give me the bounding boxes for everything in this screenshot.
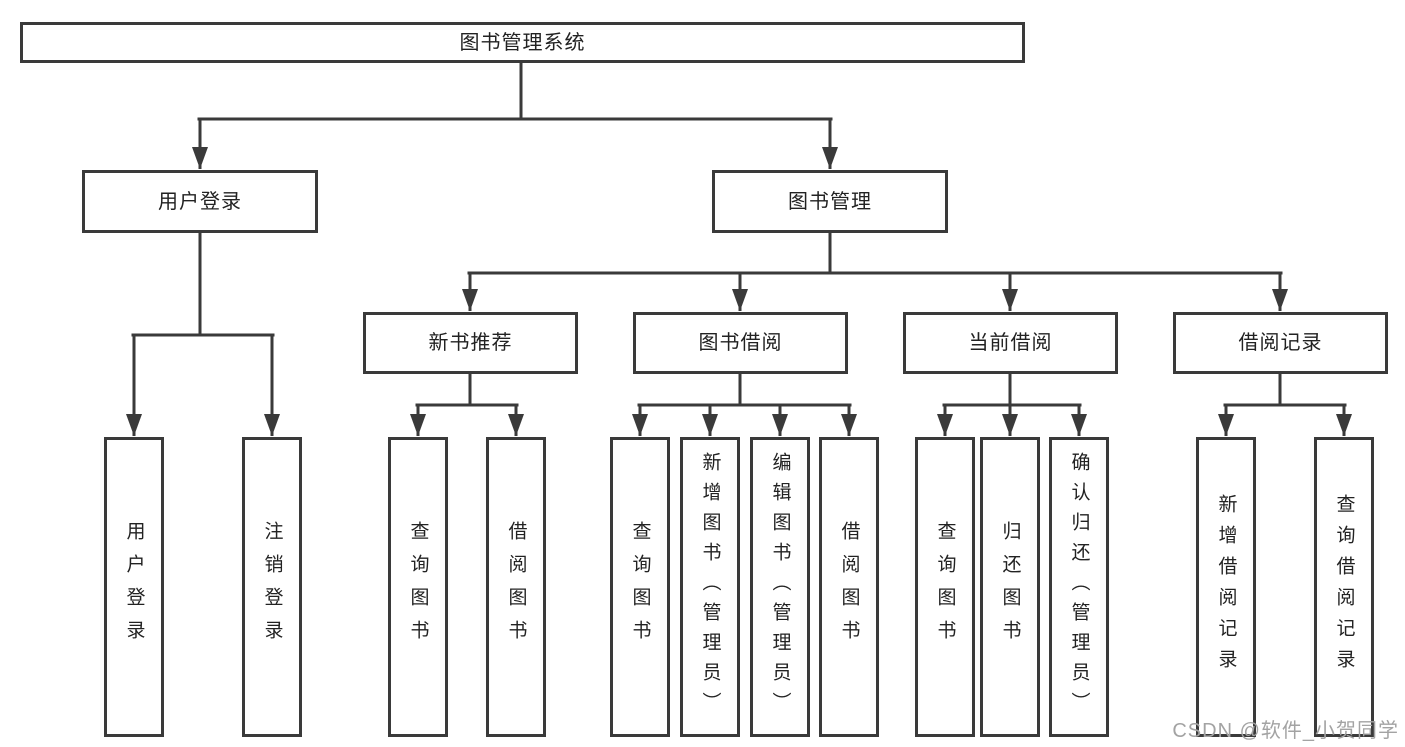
- node-label: 图书管理系统: [459, 31, 586, 54]
- leaf-query-books-recommend: 查询图书: [388, 437, 448, 737]
- leaf-logout: 注销登录: [242, 437, 302, 737]
- node-label: 确认归还（管理员）: [1068, 452, 1090, 722]
- node-label: 新增图书（管理员）: [699, 452, 721, 722]
- node-label: 图书借阅: [698, 332, 783, 354]
- node-current-borrowing: 当前借阅: [903, 312, 1118, 374]
- leaf-confirm-return-admin: 确认归还（管理员）: [1049, 437, 1109, 737]
- node-label: 查询图书: [407, 521, 429, 653]
- node-label: 查询图书: [934, 521, 956, 653]
- leaf-return-book: 归还图书: [980, 437, 1040, 737]
- node-label: 用户登录: [123, 521, 145, 653]
- watermark: CSDN @软件_小贺同学: [1172, 720, 1399, 742]
- node-label: 归还图书: [999, 521, 1021, 653]
- connector-trunks: [131, 61, 1347, 407]
- node-user-login: 用户登录: [82, 170, 318, 233]
- node-borrowing-records: 借阅记录: [1173, 312, 1388, 374]
- leaf-borrow-books-recommend: 借阅图书: [486, 437, 546, 737]
- node-label: 新增借阅记录: [1215, 494, 1237, 680]
- node-label: 新书推荐: [428, 332, 513, 354]
- leaf-add-borrow-record: 新增借阅记录: [1196, 437, 1256, 737]
- node-label: 图书管理: [788, 190, 872, 213]
- node-book-management: 图书管理: [712, 170, 948, 233]
- node-label: 查询图书: [629, 521, 651, 653]
- node-new-book-recommend: 新书推荐: [363, 312, 578, 374]
- leaf-query-books-current: 查询图书: [915, 437, 975, 737]
- node-label: 用户登录: [158, 190, 242, 213]
- leaf-user-login: 用户登录: [104, 437, 164, 737]
- node-label: 编辑图书（管理员）: [769, 452, 791, 722]
- node-label: 借阅图书: [505, 521, 527, 653]
- node-label: 查询借阅记录: [1333, 494, 1355, 680]
- node-label: 借阅图书: [838, 521, 860, 653]
- leaf-edit-book-admin: 编辑图书（管理员）: [750, 437, 810, 737]
- node-label: 当前借阅: [968, 332, 1053, 354]
- node-label: 注销登录: [261, 521, 283, 653]
- node-label: 借阅记录: [1238, 332, 1323, 354]
- leaf-add-book-admin: 新增图书（管理员）: [680, 437, 740, 737]
- leaf-borrow-books-borrowing: 借阅图书: [819, 437, 879, 737]
- leaf-query-books-borrowing: 查询图书: [610, 437, 670, 737]
- leaf-query-borrow-record: 查询借阅记录: [1314, 437, 1374, 737]
- node-book-borrowing: 图书借阅: [633, 312, 848, 374]
- node-library-management-system: 图书管理系统: [20, 22, 1025, 63]
